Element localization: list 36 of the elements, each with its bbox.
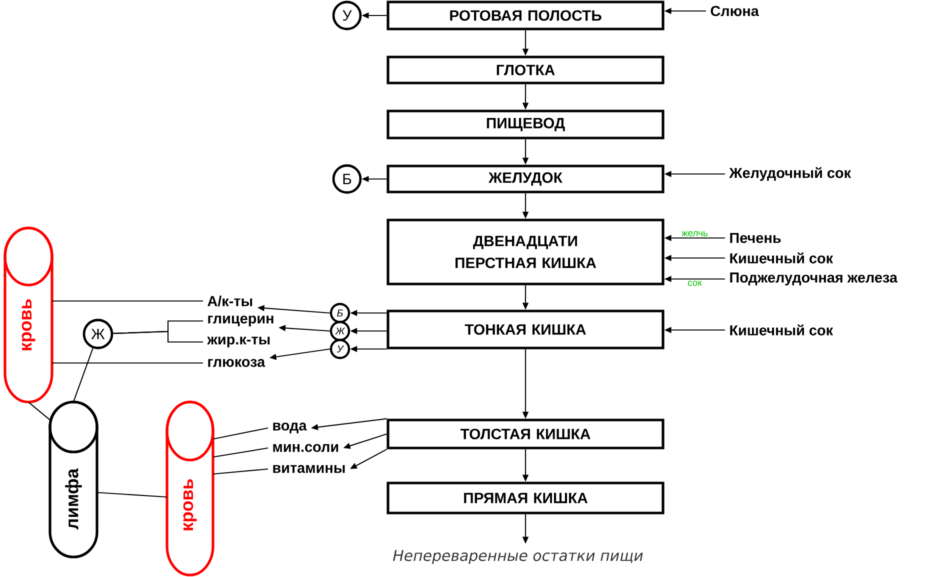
text-label: глюкоза — [208, 359, 266, 367]
text-label: Печень — [730, 232, 781, 244]
process-box: ПРЯМАЯ КИШКА — [386, 482, 664, 514]
text-label: Слюна — [710, 6, 759, 16]
process-box: ДВЕНАДЦАТИ ПЕРСТНАЯ КИШКА — [386, 218, 664, 286]
text-label: витамины — [273, 465, 345, 473]
text-label: Кишечный сок — [730, 252, 834, 264]
text-label: Желудочный сок — [729, 167, 852, 181]
connector-line — [213, 468, 268, 475]
cylinder: лимфа — [48, 400, 98, 558]
connector-line — [97, 492, 167, 498]
connector-line — [213, 427, 268, 440]
process-box: ТОЛСТАЯ КИШКА — [386, 418, 664, 450]
connector-line — [113, 330, 203, 343]
connector-line — [72, 348, 94, 402]
text-label: А/к-ты — [208, 296, 252, 306]
edge-label: сок — [688, 280, 702, 286]
text-label: Поджелудочная железа — [730, 272, 898, 286]
connector-line — [213, 447, 268, 458]
text-label: глицерин — [208, 316, 274, 326]
cylinder: кровь — [4, 226, 54, 404]
edge-label: желчь — [681, 231, 708, 236]
cylinder: кровь — [166, 400, 214, 576]
process-box: ЖЕЛУДОК — [386, 164, 664, 194]
connector-line — [52, 300, 203, 302]
text-label: Кишечный сок — [730, 324, 834, 336]
connector-line — [52, 362, 203, 364]
text-label: жир.к-ты — [207, 336, 270, 348]
output-label: Непереваренные остатки пищи — [393, 550, 643, 564]
connector-line — [28, 402, 50, 420]
process-box: ТОНКАЯ КИШКА — [386, 310, 664, 350]
process-box: ГЛОТКА — [386, 56, 664, 84]
text-label: вода — [273, 422, 307, 434]
process-box: ПИЩЕВОД — [386, 110, 664, 140]
text-label: мин.соли — [273, 444, 338, 452]
process-box: РОТОВАЯ ПОЛОСТЬ — [386, 0, 664, 30]
